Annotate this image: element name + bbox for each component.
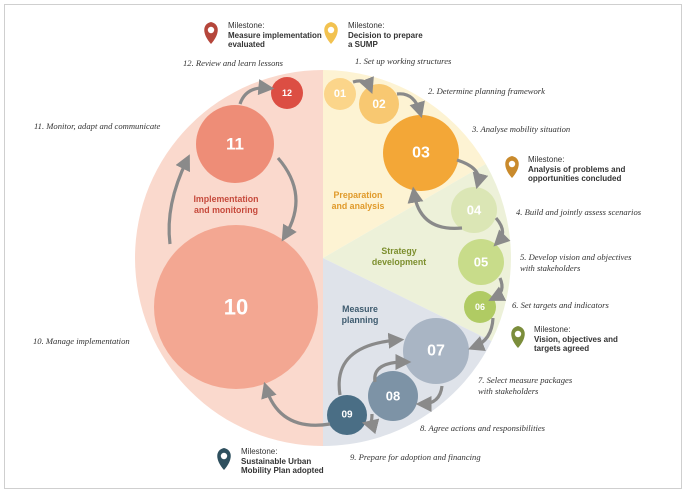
circle-07 xyxy=(403,318,469,384)
circle-05-number: 05 xyxy=(474,255,488,270)
circle-01-number: 01 xyxy=(334,88,346,100)
milestone-prep-title: Decision to prepare a SUMP xyxy=(348,30,423,50)
phase-label-implementation: Implementation and monitoring xyxy=(193,194,259,215)
milestone-pin-analysis-icon xyxy=(505,156,519,178)
circle-03 xyxy=(383,115,459,191)
arrow-11-10 xyxy=(276,156,298,242)
arrow-09-07 xyxy=(337,332,405,396)
arrow-08-09 xyxy=(361,413,380,435)
arrow-09-10 xyxy=(261,381,331,427)
circle-10 xyxy=(154,225,318,389)
step-label-11: 11. Monitor, adapt and communicate xyxy=(34,121,161,131)
milestone-analysis: Milestone: Analysis of problems and oppo… xyxy=(528,155,625,184)
milestone-impl-label: Milestone: xyxy=(228,21,265,30)
arrow-07-08 xyxy=(415,385,444,412)
arrow-05-06 xyxy=(488,277,507,301)
arrow-04-back-03 xyxy=(407,186,463,230)
step-label-3: 3. Analyse mobility situation xyxy=(472,124,571,134)
milestone-impl: Milestone: Measure implementation evalua… xyxy=(228,21,322,50)
milestone-measure-label: Milestone: xyxy=(241,447,278,456)
arrow-04-05 xyxy=(493,216,511,247)
arrow-11-12 xyxy=(238,79,275,105)
step-label-9: 9. Prepare for adoption and financing xyxy=(350,452,481,462)
milestone-measure: Milestone: Sustainable Urban Mobility Pl… xyxy=(241,447,324,476)
circle-06-number: 06 xyxy=(475,302,485,312)
milestone-pin-prep-icon xyxy=(324,22,338,44)
circle-04-number: 04 xyxy=(467,203,482,218)
step-label-8: 8. Agree actions and responsibilities xyxy=(420,423,545,433)
circle-08 xyxy=(368,371,418,421)
milestone-strategy-title: Vision, objectives and targets agreed xyxy=(534,334,618,354)
circle-12-number: 12 xyxy=(282,88,292,98)
milestone-pin-strategy-icon xyxy=(511,326,525,348)
circle-11 xyxy=(196,105,274,183)
arrow-08-07 xyxy=(373,354,412,383)
circle-10-number: 10 xyxy=(224,295,248,320)
circle-08-number: 08 xyxy=(386,389,400,404)
arrow-10-11 xyxy=(167,154,190,245)
step-label-12: 12. Review and learn lessons xyxy=(183,58,284,68)
milestone-pin-impl-icon xyxy=(204,22,218,44)
milestone-analysis-label: Milestone: xyxy=(528,155,565,164)
milestone-strategy: Milestone: Vision, objectives and target… xyxy=(534,325,618,354)
circle-01 xyxy=(324,78,356,110)
arrow-06-07 xyxy=(468,317,495,351)
step-label-1: 1. Set up working structures xyxy=(355,56,452,66)
milestone-measure-title: Sustainable Urban Mobility Plan adopted xyxy=(241,456,324,476)
flow-arrows xyxy=(167,76,511,435)
arrow-01-02 xyxy=(352,76,374,94)
circle-12 xyxy=(271,77,303,109)
circle-03-number: 03 xyxy=(412,145,430,162)
milestone-impl-title: Measure implementation evaluated xyxy=(228,30,322,50)
milestone-analysis-title: Analysis of problems and opportunities c… xyxy=(528,164,626,184)
phase-label-measure: Measure planning xyxy=(341,304,379,325)
milestone-prep: Milestone: Decision to prepare a SUMP xyxy=(348,21,423,50)
step-label-7: 7. Select measure packages with stakehol… xyxy=(478,375,573,396)
circle-04 xyxy=(451,187,497,233)
step-label-2: 2. Determine planning framework xyxy=(428,86,545,96)
arrow-02-03 xyxy=(396,92,425,119)
step-label-6: 6. Set targets and indicators xyxy=(512,300,609,310)
milestone-prep-label: Milestone: xyxy=(348,21,385,30)
circle-05 xyxy=(458,239,504,285)
phase-label-preparation: Preparation and analysis xyxy=(331,190,385,211)
circle-09-number: 09 xyxy=(341,410,353,421)
circle-02 xyxy=(359,84,399,124)
circle-02-number: 02 xyxy=(372,97,386,111)
circle-07-number: 07 xyxy=(427,343,445,360)
arrow-03-04 xyxy=(456,158,489,190)
milestone-strategy-label: Milestone: xyxy=(534,325,571,334)
circle-06 xyxy=(464,291,496,323)
circle-11-number: 11 xyxy=(226,135,244,154)
step-label-5: 5. Develop vision and objectives with st… xyxy=(520,252,632,273)
step-label-10: 10. Manage implementation xyxy=(33,336,130,346)
milestone-pin-measure-icon xyxy=(217,448,231,470)
phase-label-strategy: Strategy development xyxy=(371,246,427,267)
circle-09 xyxy=(327,395,367,435)
step-label-4: 4. Build and jointly assess scenarios xyxy=(516,207,642,217)
